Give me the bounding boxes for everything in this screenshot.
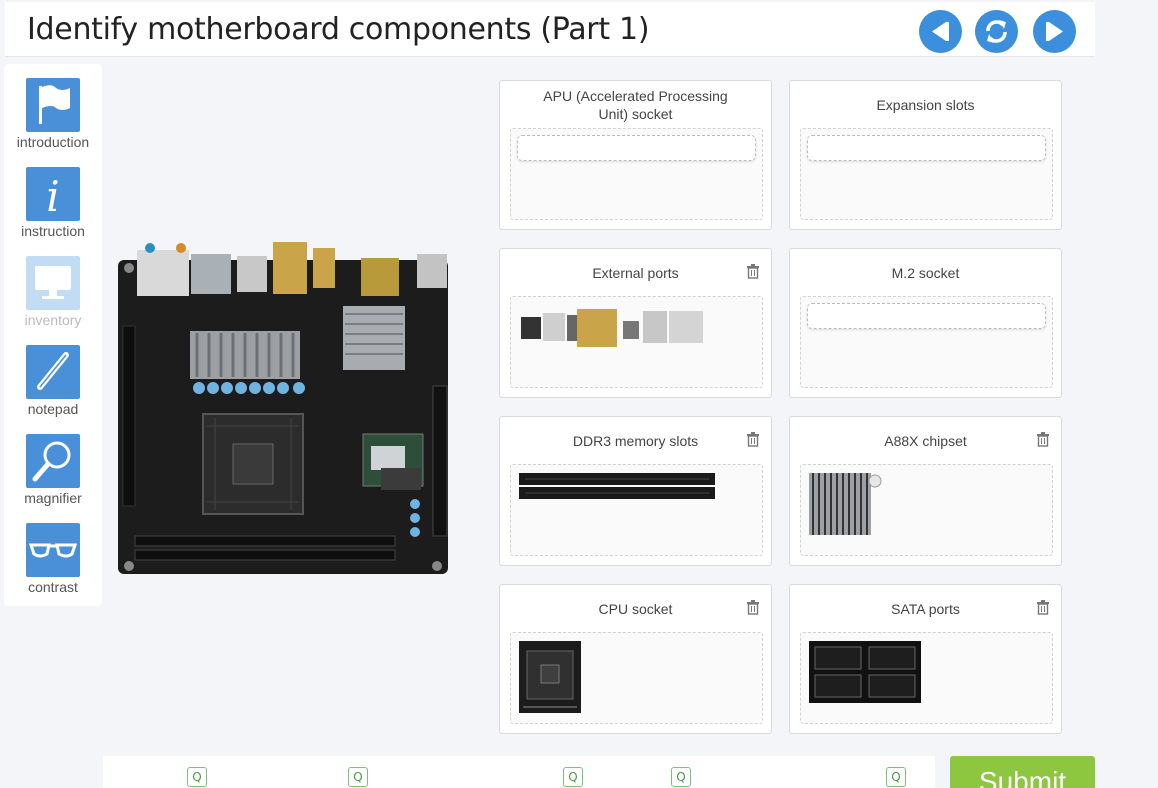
card-label: SATA ports — [891, 601, 960, 617]
q-icon[interactable]: Q — [671, 767, 691, 787]
drop-zone[interactable] — [800, 128, 1053, 220]
drop-card-external-ports: External ports — [499, 248, 772, 398]
header-bar: Identify motherboard components (Part 1) — [5, 2, 1095, 57]
drop-zone[interactable] — [800, 296, 1053, 388]
drop-card-cpu-socket: CPU socket — [499, 584, 772, 734]
pencil-icon — [26, 345, 80, 399]
card-label: M.2 socket — [891, 265, 960, 281]
sidebar-item-instruction[interactable]: i instruction — [4, 153, 102, 241]
q-icon[interactable]: Q — [563, 767, 583, 787]
card-label: DDR3 memory slots — [572, 433, 699, 449]
reload-icon — [986, 20, 1007, 43]
card-label: A88X chipset — [884, 433, 967, 449]
svg-text:i: i — [46, 172, 59, 221]
empty-answer-slot[interactable] — [807, 135, 1046, 161]
drop-zone[interactable] — [800, 632, 1053, 724]
ddr3-memory-slots-thumbnail[interactable] — [519, 471, 717, 501]
trash-icon[interactable] — [1035, 599, 1051, 615]
page-title: Identify motherboard components (Part 1) — [27, 12, 650, 47]
drop-zone[interactable] — [510, 128, 763, 220]
q-icon[interactable]: Q — [187, 767, 207, 787]
glasses-icon — [26, 523, 80, 577]
sidebar-item-contrast[interactable]: contrast — [4, 509, 102, 597]
sidebar-item-label: inventory — [24, 312, 82, 328]
sidebar-item-label: introduction — [16, 134, 90, 150]
drop-card-a88x-chipset: A88X chipset — [789, 416, 1062, 566]
forward-arrow-icon — [1046, 22, 1063, 41]
sidebar-item-introduction[interactable]: introduction — [4, 64, 102, 152]
q-icon[interactable]: Q — [886, 767, 906, 787]
a88x-chipset-thumbnail[interactable] — [809, 473, 883, 535]
card-label: External ports — [592, 265, 679, 281]
empty-answer-slot[interactable] — [807, 303, 1046, 329]
drop-card-apu-socket: APU (Accelerated Processing Unit) socket — [499, 80, 772, 230]
tool-sidebar: introduction i instruction inventory not… — [4, 64, 102, 606]
card-label: Expansion slots — [876, 97, 975, 113]
sata-ports-thumbnail[interactable] — [809, 641, 923, 705]
bottom-toolbar: Q Q Q Q Q — [103, 756, 935, 788]
card-label: CPU socket — [598, 601, 673, 617]
sidebar-item-inventory: inventory — [4, 242, 102, 330]
external-ports-thumbnail[interactable] — [519, 307, 707, 349]
monitor-icon — [26, 256, 80, 310]
drop-zone[interactable] — [800, 464, 1053, 556]
drop-card-sata-ports: SATA ports — [789, 584, 1062, 734]
q-icon[interactable]: Q — [348, 767, 368, 787]
drop-card-expansion-slots: Expansion slots — [789, 80, 1062, 230]
empty-answer-slot[interactable] — [517, 135, 756, 161]
trash-icon[interactable] — [745, 431, 761, 447]
submit-button[interactable]: Submit — [950, 756, 1095, 788]
drop-card-ddr3-memory-slots: DDR3 memory slots — [499, 416, 772, 566]
drop-zone[interactable] — [510, 632, 763, 724]
cpu-socket-thumbnail[interactable] — [519, 641, 583, 715]
trash-icon[interactable] — [745, 599, 761, 615]
drop-zone[interactable] — [510, 296, 763, 388]
magnifier-icon — [26, 434, 80, 488]
info-icon: i — [26, 167, 80, 221]
sidebar-item-label: instruction — [21, 223, 85, 239]
drop-card-m2-socket: M.2 socket — [789, 248, 1062, 398]
card-label: APU (Accelerated Processing Unit) socket — [543, 88, 728, 122]
forward-button[interactable] — [1033, 10, 1076, 53]
back-arrow-icon — [932, 22, 949, 41]
sidebar-item-label: notepad — [27, 401, 79, 417]
trash-icon[interactable] — [745, 263, 761, 279]
back-button[interactable] — [919, 10, 962, 53]
trash-icon[interactable] — [1035, 431, 1051, 447]
motherboard-image — [115, 236, 453, 578]
flag-icon — [26, 78, 80, 132]
sidebar-item-label: magnifier — [24, 490, 82, 506]
sidebar-item-notepad[interactable]: notepad — [4, 331, 102, 419]
drop-zone[interactable] — [510, 464, 763, 556]
reload-button[interactable] — [975, 10, 1018, 53]
sidebar-item-magnifier[interactable]: magnifier — [4, 420, 102, 508]
sidebar-item-label: contrast — [28, 579, 78, 595]
